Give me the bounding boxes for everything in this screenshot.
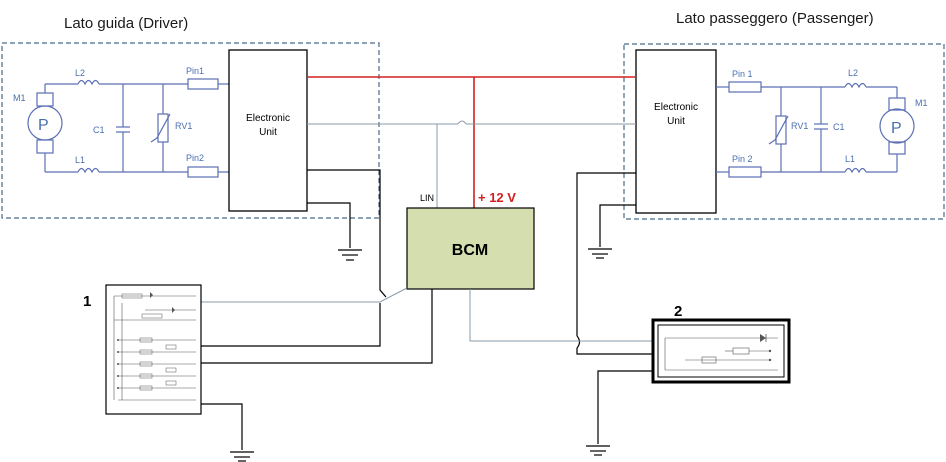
passenger-motor-label: M1 bbox=[915, 98, 928, 108]
passenger-pin1-terminal bbox=[728, 81, 762, 93]
driver-motor-p: P bbox=[38, 117, 49, 134]
power-bus-12v bbox=[307, 76, 636, 208]
passenger-c1-label: C1 bbox=[833, 122, 845, 132]
passenger-rv1-label: RV1 bbox=[791, 121, 808, 131]
passenger-side-title: Lato passeggero (Passenger) bbox=[676, 10, 874, 27]
driver-pin1-terminal bbox=[187, 78, 219, 90]
switch-panel-1 bbox=[105, 284, 202, 415]
passenger-pin2-label: Pin 2 bbox=[732, 154, 753, 164]
driver-c1-label: C1 bbox=[93, 125, 105, 135]
driver-l2-label: L2 bbox=[75, 68, 85, 78]
driver-l1-label: L1 bbox=[75, 155, 85, 165]
passenger-unit-label-line2: Unit bbox=[667, 116, 685, 127]
driver-pin2-label: Pin2 bbox=[186, 153, 204, 163]
passenger-unit-label-line1: Electronic bbox=[654, 102, 698, 113]
driver-pin2-terminal bbox=[187, 166, 219, 178]
driver-dashed-border bbox=[1, 42, 380, 219]
panel2-wiring bbox=[469, 289, 656, 456]
passenger-l2-label: L2 bbox=[848, 68, 858, 78]
passenger-inductor-l2 bbox=[844, 82, 867, 89]
passenger-inductor-l1 bbox=[844, 167, 867, 174]
passenger-circuit: Pin 1 Pin 2 L2 L1 RV1 C1 M1 bbox=[716, 68, 928, 178]
passenger-motor-symbol bbox=[879, 87, 915, 172]
bcm-module bbox=[406, 207, 535, 290]
driver-rv1-label: RV1 bbox=[175, 121, 192, 131]
driver-inductor-l1 bbox=[77, 167, 100, 174]
passenger-dashed-border bbox=[623, 43, 945, 220]
lin-label: LIN bbox=[420, 193, 434, 203]
panel1-number: 1 bbox=[83, 293, 91, 310]
driver-side-title: Lato guida (Driver) bbox=[64, 15, 188, 32]
driver-circuit: M1 P L2 L1 C1 RV1 Pin1 Pin2 bbox=[13, 66, 229, 178]
passenger-pin1-label: Pin 1 bbox=[732, 69, 753, 79]
driver-unit-label-line1: Electronic bbox=[246, 113, 290, 124]
switch-panel-2 bbox=[651, 318, 791, 384]
passenger-l1-label: L1 bbox=[845, 154, 855, 164]
panel1-wiring bbox=[201, 287, 433, 462]
driver-unit-wiring bbox=[201, 169, 387, 347]
bcm-label: BCM bbox=[452, 242, 488, 259]
panel2-number: 2 bbox=[674, 303, 682, 320]
driver-motor-label: M1 bbox=[13, 93, 26, 103]
driver-unit-label-line2: Unit bbox=[259, 127, 277, 138]
driver-motor-symbol bbox=[27, 84, 63, 172]
supply-12v-label: + 12 V bbox=[478, 190, 516, 205]
passenger-pin2-terminal bbox=[728, 166, 762, 178]
passenger-motor-p: P bbox=[891, 120, 902, 137]
driver-pin1-label: Pin1 bbox=[186, 66, 204, 76]
lin-bus-wire bbox=[307, 120, 636, 208]
driver-electronic-unit bbox=[228, 49, 308, 212]
passenger-electronic-unit bbox=[635, 49, 717, 214]
passenger-unit-wiring bbox=[576, 172, 656, 355]
driver-inductor-l2 bbox=[77, 79, 100, 86]
